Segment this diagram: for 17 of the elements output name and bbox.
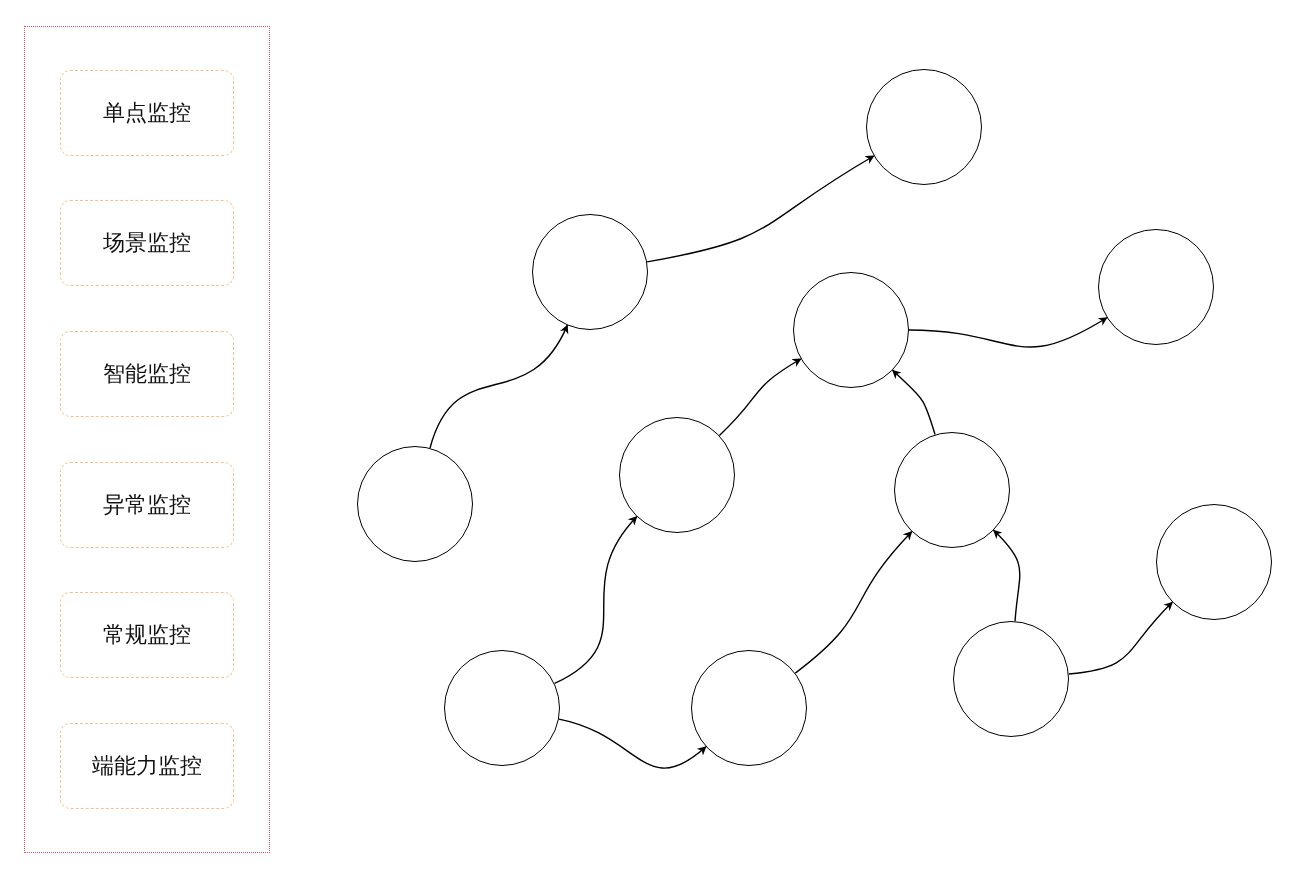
curved-arrow xyxy=(993,529,1021,622)
label-box: 智能监控 xyxy=(60,331,234,417)
curved-arrow xyxy=(553,516,638,685)
label-box: 端能力监控 xyxy=(60,723,234,809)
curved-arrow xyxy=(429,324,569,449)
curved-arrow xyxy=(558,718,707,769)
curved-arrow xyxy=(908,317,1108,348)
curved-arrow xyxy=(1068,601,1173,675)
curved-arrow xyxy=(718,358,802,437)
label-box: 常规监控 xyxy=(60,592,234,678)
curved-arrow xyxy=(892,369,936,436)
label-box: 场景监控 xyxy=(60,200,234,286)
curved-arrow xyxy=(794,531,913,674)
label-box: 单点监控 xyxy=(60,70,234,156)
label-box: 异常监控 xyxy=(60,462,234,548)
panel-frame xyxy=(24,26,270,853)
curved-arrow xyxy=(646,155,875,263)
